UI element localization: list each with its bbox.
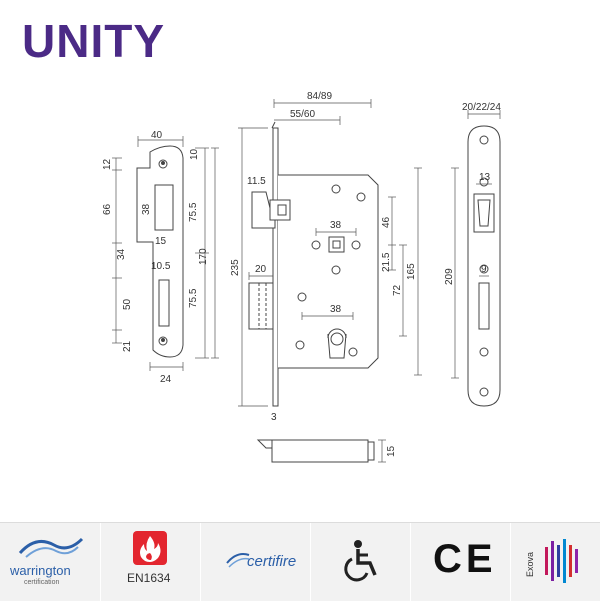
dim-strike-slot-width: 15	[155, 236, 167, 247]
certifire-swoosh-icon	[226, 553, 250, 568]
dim-72: 72	[392, 284, 403, 296]
dim-strike-window-upper: 38	[141, 203, 152, 215]
dim-21-5: 21.5	[381, 252, 392, 272]
dim-forend-bolt-slot: 9	[481, 264, 487, 275]
ce-logo: CE	[410, 523, 510, 601]
dim-bolt-throw: 15	[386, 445, 397, 457]
dim-height: 235	[230, 259, 241, 276]
dim-strike-step-small: 10.5	[151, 261, 171, 272]
dim-forend-length: 209	[444, 268, 455, 285]
dim-46: 46	[381, 216, 392, 228]
exova-bars-icon	[545, 539, 578, 583]
brand-logo: UNITY	[22, 15, 165, 67]
warrington-sublabel: certification	[24, 579, 60, 586]
en1634-logo: EN1634	[100, 523, 200, 601]
certifire-logo: certifire	[200, 523, 310, 601]
dim-handle-hole: 38	[330, 220, 342, 231]
fire-standard-label: EN1634	[127, 571, 171, 585]
forend-plate	[467, 125, 501, 407]
warrington-logo: warrington certification	[0, 523, 100, 601]
dim-backset: 55/60	[290, 109, 315, 120]
ce-mark: CE	[433, 537, 497, 581]
fire-icon	[133, 531, 167, 565]
dim-strike-step: 34	[116, 248, 127, 260]
dim-strike-upper-right: 75.5	[188, 202, 199, 222]
wheelchair-icon	[344, 540, 377, 582]
exova-label: Exova	[525, 551, 535, 577]
dim-forend-widths: 20/22/24	[462, 102, 501, 113]
dim-latch: 11.5	[247, 176, 266, 187]
accessibility-logo	[310, 523, 410, 601]
warrington-swirl-icon	[18, 537, 84, 558]
warrington-label: warrington	[10, 563, 71, 578]
lock-body	[248, 121, 379, 407]
dim-overall-depth: 84/89	[307, 91, 332, 102]
certifire-label: certifire	[247, 553, 297, 570]
exova-logo: Exova	[510, 523, 600, 601]
dim-strike-top-right: 10	[189, 148, 200, 160]
dim-faceplate-thickness: 3	[271, 412, 277, 423]
dim-cylinder: 38	[330, 304, 342, 315]
dim-forend-latch-slot: 13	[479, 172, 491, 183]
dim-bolt: 20	[255, 264, 267, 275]
dim-strike-upper-height: 66	[102, 203, 113, 215]
certification-bar: warrington certification EN1634 certifir…	[0, 522, 600, 601]
strike-plate	[136, 145, 184, 358]
bolt-side-view	[256, 439, 375, 463]
dim-strike-window-lower: 50	[122, 298, 133, 310]
technical-drawing: 40 12 10 66 38 75.5 170 15 34 10.5 50 75…	[102, 91, 501, 463]
dim-strike-lower-right: 75.5	[188, 288, 199, 308]
dim-strike-width: 40	[151, 130, 163, 141]
dim-165: 165	[406, 263, 417, 280]
dim-strike-bottom: 21	[122, 340, 133, 352]
dim-strike-top: 12	[102, 158, 113, 170]
dim-strike-bottom-width: 24	[160, 374, 172, 385]
dim-strike-total: 170	[198, 248, 209, 265]
